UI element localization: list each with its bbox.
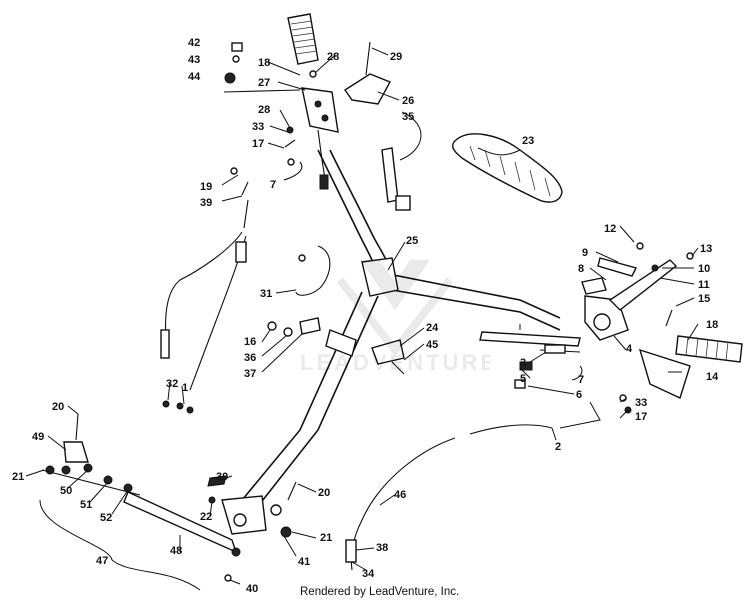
- label-21: 21: [12, 471, 24, 483]
- label-18-b: 18: [706, 319, 718, 331]
- label-21-b: 21: [320, 532, 332, 544]
- label-31: 31: [260, 288, 272, 300]
- handlebar-pad: [451, 133, 563, 203]
- label-50: 50: [60, 485, 72, 497]
- label-39: 39: [200, 197, 212, 209]
- label-5: 5: [520, 373, 526, 385]
- label-49: 49: [32, 431, 44, 443]
- label-28-b: 28: [258, 104, 270, 116]
- label-20: 20: [52, 401, 64, 413]
- label-45: 45: [426, 339, 438, 351]
- label-34: 34: [362, 568, 375, 580]
- label-26: 26: [402, 95, 414, 107]
- label-52: 52: [100, 512, 112, 524]
- brake-assembly-right: [479, 242, 743, 414]
- label-7: 7: [270, 179, 276, 191]
- label-27: 27: [258, 77, 270, 89]
- label-16: 16: [244, 336, 256, 348]
- cable-ring: [295, 245, 331, 296]
- label-19: 19: [200, 181, 212, 193]
- throttle-assembly: [223, 13, 411, 211]
- label-22: 22: [200, 511, 212, 523]
- leader-lines: [25, 47, 699, 591]
- label-47: 47: [96, 555, 108, 567]
- label-11: 11: [698, 279, 710, 291]
- watermark-logo: LEADVENTURE: [300, 260, 490, 375]
- label-18: 18: [258, 57, 270, 69]
- label-7-b: 7: [578, 374, 584, 386]
- label-44: 44: [188, 71, 201, 83]
- label-15: 15: [698, 293, 710, 305]
- label-4: 4: [626, 343, 633, 355]
- label-40: 40: [246, 583, 258, 595]
- label-1: 1: [182, 382, 188, 394]
- label-41: 41: [298, 556, 310, 568]
- label-32: 32: [166, 378, 178, 390]
- throttle-cable: [469, 424, 553, 435]
- watermark-text: LEADVENTURE: [300, 350, 490, 375]
- label-9: 9: [582, 247, 588, 259]
- label-37: 37: [244, 368, 256, 380]
- label-6: 6: [576, 389, 582, 401]
- label-33-b: 33: [635, 397, 647, 409]
- label-29: 29: [390, 51, 402, 63]
- label-14: 14: [706, 371, 719, 383]
- label-12: 12: [604, 223, 616, 235]
- label-23: 23: [522, 135, 534, 147]
- label-42: 42: [188, 37, 200, 49]
- label-30: 30: [216, 471, 228, 483]
- label-3: 3: [520, 357, 526, 369]
- label-17-b: 17: [635, 411, 647, 423]
- part-labels: 42 43 44 18 28 29 27 26 35 28 33 17 7 19…: [12, 37, 719, 595]
- label-51: 51: [80, 499, 92, 511]
- label-36: 36: [244, 352, 256, 364]
- label-33: 33: [252, 121, 264, 133]
- label-20-b: 20: [318, 487, 330, 499]
- label-17: 17: [252, 138, 264, 150]
- label-43: 43: [188, 54, 200, 66]
- label-13: 13: [700, 243, 712, 255]
- brake-cable-left: [160, 167, 249, 414]
- label-25: 25: [406, 235, 418, 247]
- handlebar-frame: [221, 149, 561, 535]
- label-28: 28: [327, 51, 339, 63]
- label-38: 38: [376, 542, 388, 554]
- label-46: 46: [394, 489, 406, 501]
- label-24: 24: [426, 322, 439, 334]
- credit-text: Rendered by LeadVenture, Inc.: [300, 586, 460, 598]
- label-48: 48: [170, 545, 182, 557]
- label-10: 10: [698, 263, 710, 275]
- label-35: 35: [402, 111, 414, 123]
- label-2: 2: [555, 441, 561, 453]
- label-8: 8: [578, 263, 584, 275]
